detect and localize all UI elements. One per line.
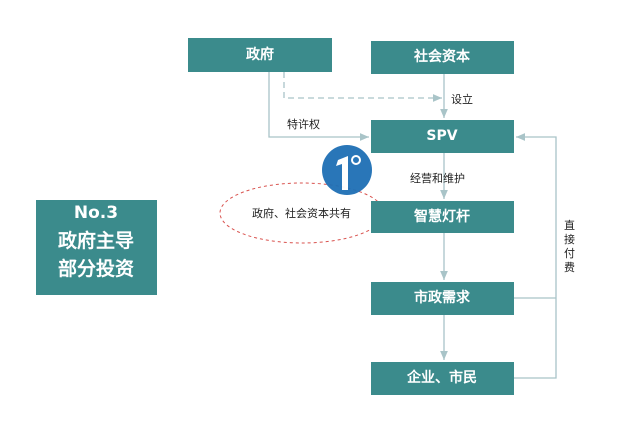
label-establish: 设立: [451, 92, 473, 106]
direct-pay-bracket: [514, 133, 557, 379]
node-smart-pole: 智慧灯杆: [371, 201, 514, 233]
label-char: 付: [564, 247, 575, 260]
label-char: 接: [564, 233, 575, 246]
node-label: 政府: [246, 46, 274, 63]
title-line-2: 政府主导: [58, 229, 134, 252]
label-char: 直: [564, 218, 575, 232]
node-enterprise-citizens: 企业、市民: [371, 362, 514, 395]
label-franchise: 特许权: [287, 117, 320, 131]
ownership-note: 政府、社会资本共有: [252, 206, 351, 220]
node-label: 企业、市民: [406, 369, 477, 386]
node-label: SPV: [426, 128, 457, 144]
gov-establish-dashed-line: [283, 72, 442, 102]
node-label: 智慧灯杆: [413, 208, 470, 225]
title-line-3: 部分投资: [58, 257, 134, 280]
node-municipal-demand: 市政需求: [371, 282, 514, 315]
watermark-logo: [322, 145, 372, 195]
node-government: 政府: [188, 38, 332, 72]
node-social-capital: 社会资本: [371, 41, 514, 74]
label-direct-pay: 直 接 付 费: [564, 218, 575, 274]
node-label: 社会资本: [413, 48, 471, 65]
node-spv: SPV: [371, 120, 514, 153]
title-line-1: No.3: [74, 203, 118, 223]
title-box: No.3 政府主导 部分投资: [36, 200, 157, 295]
label-char: 费: [564, 261, 575, 274]
gov-to-spv-line: [268, 72, 369, 141]
label-operate-maintain: 经营和维护: [410, 171, 465, 185]
node-label: 市政需求: [414, 289, 471, 306]
